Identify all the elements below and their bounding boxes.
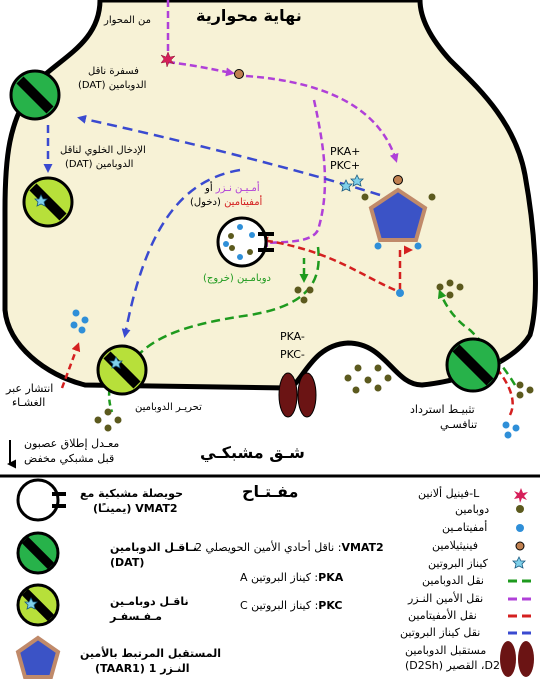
legend-pka-row: PKA: كيناز البروتين A bbox=[240, 571, 343, 584]
legend-title: مفـتـاح bbox=[242, 482, 299, 501]
pka-plus-label: PKA+ bbox=[330, 145, 361, 158]
legend-dat-phos-label-1: ناقـل دوبامـين bbox=[110, 595, 189, 608]
diffusion-label-2: الغشـاء bbox=[12, 396, 46, 409]
phenethylamine-molecule bbox=[234, 69, 244, 79]
dat-transporter-upper bbox=[9, 69, 61, 121]
legend-dat-label-1: نـاقـل الدوبامين bbox=[110, 541, 198, 554]
dopamine-molecule bbox=[294, 286, 302, 294]
legend-vmat2-text: : ناقل أحادي الأمين الحويصلي 2 bbox=[195, 541, 342, 554]
legend-taar1-icon bbox=[15, 635, 61, 679]
protein-kinase-icon-pka bbox=[339, 179, 353, 192]
l-phenylalanine-marker bbox=[160, 51, 176, 68]
legend-protein-kinase-label: كيناز البروتين bbox=[428, 557, 488, 570]
dat-internalized bbox=[22, 176, 74, 228]
pkc-plus-label: PKC+ bbox=[330, 159, 361, 172]
legend-vesicle-label-2: VMAT2 (يمينـًا) bbox=[93, 502, 178, 515]
amphetamine-path-vesicle bbox=[259, 236, 396, 292]
dat-phosphorylated-membrane bbox=[96, 344, 148, 396]
legend-dat-phos-label-2: مـفـسفـر bbox=[110, 610, 162, 623]
legend-protein-kinase-icon bbox=[512, 556, 526, 569]
protein-kinase-icon-pkc bbox=[350, 174, 364, 187]
legend-d2-label-2: D2، القصير (D2Sh) bbox=[405, 659, 500, 672]
legend-d2-label-1: مستقبل الدوبامين bbox=[405, 644, 487, 657]
reduced-firing-label-1: معـدل إطلاق عصبون bbox=[24, 437, 120, 450]
legend-phenethylamine-label: فينيثيلامين bbox=[432, 539, 479, 552]
legend-amphetamine-transport-label: نقل الأمفيتامين bbox=[408, 609, 477, 622]
amphetamine-label: أمفيتامين bbox=[224, 197, 263, 208]
dopamine-molecule bbox=[300, 296, 308, 304]
legend-dat-label-2: (DAT) bbox=[110, 556, 145, 569]
legend-kinase-transport-label: نقل كيناز البروتين bbox=[400, 626, 481, 639]
reuptake-inhibition-label-2: تنافسـي bbox=[440, 418, 478, 431]
protein-kinase-star-icon bbox=[109, 356, 123, 369]
legend-l-phe-icon bbox=[514, 488, 528, 503]
legend-dat-icon bbox=[16, 531, 60, 575]
legend-dopamine-icon bbox=[516, 505, 524, 513]
dopamine-molecule bbox=[306, 286, 314, 294]
legend-vmat2-row: VMAT2: ناقل أحادي الأمين الحويصلي 2 bbox=[195, 541, 384, 554]
legend-dopamine-label: دوبامين bbox=[455, 503, 490, 516]
legend-pkc-abbr: PKC bbox=[318, 599, 343, 612]
axon-terminal-title: نهاية محوارية bbox=[196, 6, 302, 25]
dopamine-release-label: تحريـر الدوبامين bbox=[135, 402, 202, 413]
entry-label: (دخول) bbox=[190, 197, 225, 208]
internalization-label-1: الإدخال الخلوي لناقل bbox=[60, 145, 146, 156]
dopamine-efflux-label: دوبامـين (خروج) bbox=[203, 273, 271, 284]
d2-receptor-membrane bbox=[278, 372, 317, 418]
legend-pka-text: : كيناز البروتين A bbox=[240, 571, 319, 584]
dat-phos-label-2: الدوبامين (DAT) bbox=[78, 80, 147, 91]
trace-amine-path-to-phe bbox=[167, 60, 235, 77]
amphetamine-entry-label: أمفيتامين (دخول) bbox=[190, 197, 262, 208]
reuptake-inhibition-label-1: تثبيـط استرداد bbox=[410, 403, 475, 416]
trace-amine-or-label: أمـيـن نـزر أو bbox=[205, 183, 260, 194]
from-axon-label: من المحوار bbox=[104, 15, 151, 26]
kinase-path-to-dat-phos bbox=[121, 168, 241, 338]
dat-transporter-lower bbox=[445, 337, 501, 393]
legend-vesicle-icon bbox=[16, 478, 66, 522]
legend-trace-amine-transport-label: نقل الأمين النـزر bbox=[408, 592, 484, 605]
or-label: أو bbox=[205, 183, 216, 194]
legend-taar1-label-1: المستقبل المرتبط بالأمين bbox=[80, 647, 222, 660]
synaptic-vesicle bbox=[216, 216, 274, 268]
pkc-minus-label: PKC- bbox=[280, 348, 305, 361]
legend-pkc-row: PKC: كيناز البروتين C bbox=[240, 599, 342, 612]
legend-phenethylamine-icon bbox=[515, 541, 525, 551]
trace-amine-path-to-taar bbox=[245, 74, 399, 163]
legend-l-phe-label: L-فينيل ألانين bbox=[418, 487, 480, 500]
legend-pka-abbr: PKA bbox=[318, 571, 344, 584]
dat-phos-label-1: فسفرة ناقل bbox=[88, 66, 139, 77]
legend-dat-phos-icon bbox=[16, 583, 60, 627]
internalization-label-2: الدوبامين (DAT) bbox=[65, 159, 134, 170]
dopamine-release-path bbox=[123, 246, 320, 378]
amphetamine-diffusion-path bbox=[60, 342, 81, 389]
dopamine-reuptake-path bbox=[437, 289, 517, 386]
diffusion-label-1: انتشار عبر bbox=[6, 382, 54, 395]
legend-vesicle-label-1: حويصلة مشبكية مع bbox=[80, 487, 183, 500]
legend-dopamine-transport-label: نقل الدوبامين bbox=[422, 574, 484, 587]
cleft-molecules bbox=[70, 279, 534, 439]
reduced-firing-label-2: قبل مشبكي مخفض bbox=[24, 452, 115, 465]
legend-d2-icon bbox=[500, 641, 534, 677]
pka-minus-label: PKA- bbox=[280, 330, 305, 343]
trace-amine-label: أمـيـن نـزر bbox=[215, 183, 260, 194]
taar1-receptor bbox=[361, 175, 436, 250]
legend-vmat2-abbr: VMAT2 bbox=[341, 541, 384, 554]
legend-amphetamine-label: أمفيتامـين bbox=[442, 521, 488, 534]
protein-kinase-star-icon bbox=[34, 194, 48, 207]
amphetamine-molecule bbox=[396, 289, 404, 297]
amphetamine-path-taar bbox=[398, 245, 413, 290]
legend-pkc-text: : كيناز البروتين C bbox=[240, 599, 319, 612]
synaptic-cleft-title: شـق مشبكـي bbox=[200, 443, 305, 462]
legend-taar1-label-2: النـزر 1 (TAAR1) bbox=[95, 662, 190, 675]
trace-amine-path-to-vesicle bbox=[259, 99, 327, 248]
legend-amphetamine-icon bbox=[516, 524, 524, 532]
